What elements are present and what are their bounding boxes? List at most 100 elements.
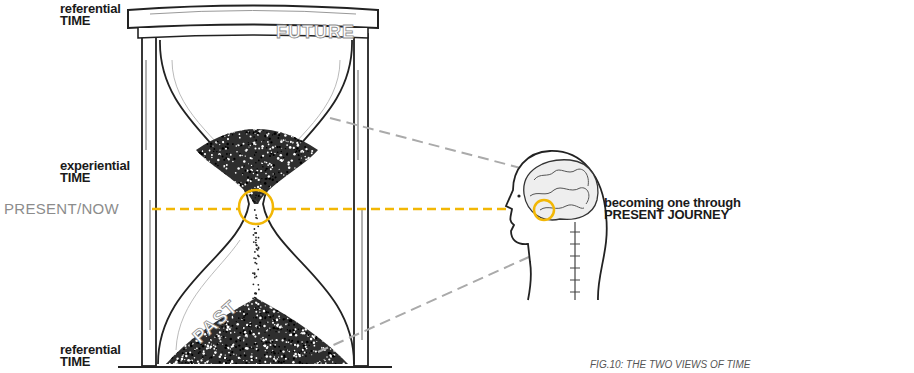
sand-grain bbox=[321, 146, 322, 147]
sand-grain bbox=[300, 171, 302, 173]
sand-grain bbox=[185, 300, 186, 301]
sand-grain bbox=[229, 191, 231, 193]
sand-grain bbox=[263, 310, 265, 312]
sand-grain bbox=[329, 339, 330, 340]
sand-grain bbox=[196, 296, 198, 298]
sand-grain bbox=[245, 334, 248, 337]
sand-grain bbox=[274, 153, 276, 155]
sand-grain bbox=[322, 170, 324, 172]
sand-grain bbox=[224, 166, 225, 167]
sand-grain bbox=[336, 364, 338, 366]
sand-grain bbox=[277, 326, 278, 327]
sand-grain bbox=[236, 323, 239, 326]
sand-grain bbox=[263, 111, 264, 112]
sand-grain bbox=[253, 128, 255, 130]
sand-grain bbox=[295, 150, 297, 152]
sand-grain bbox=[220, 296, 222, 298]
sand-grain bbox=[207, 166, 208, 167]
sand-grain bbox=[324, 359, 325, 360]
sand-grain bbox=[187, 335, 188, 336]
sand-grain bbox=[214, 200, 216, 202]
sand-grain bbox=[320, 201, 322, 203]
sand-grain bbox=[333, 300, 335, 302]
sand-grain bbox=[286, 364, 288, 366]
sand-grain bbox=[219, 149, 220, 150]
sand-grain bbox=[205, 189, 206, 190]
sand-grain bbox=[307, 196, 310, 199]
sand-grain bbox=[274, 346, 276, 348]
sand-grain bbox=[250, 200, 251, 201]
sand-grain bbox=[212, 174, 214, 176]
sand-grain bbox=[319, 169, 320, 170]
sand-grain bbox=[165, 331, 167, 333]
sand-grain bbox=[250, 347, 252, 349]
sand-grain bbox=[321, 347, 322, 348]
sand-grain bbox=[264, 195, 265, 196]
sand-grain bbox=[329, 331, 330, 332]
sand-grain bbox=[213, 344, 215, 346]
sand-grain bbox=[269, 108, 271, 110]
sand-grain bbox=[338, 327, 339, 328]
sand-grain bbox=[301, 153, 302, 154]
sand-grain bbox=[169, 330, 171, 332]
sand-grain bbox=[195, 147, 197, 149]
sand-grain bbox=[277, 133, 278, 134]
sand-grain bbox=[220, 296, 222, 298]
sand-grain bbox=[322, 329, 324, 331]
sand-grain bbox=[185, 347, 186, 348]
sand-grain bbox=[202, 310, 204, 312]
sand-grain bbox=[221, 192, 222, 193]
sand-grain bbox=[273, 327, 275, 329]
sand-grain bbox=[212, 166, 215, 169]
sand-grain bbox=[193, 191, 194, 192]
sand-grain bbox=[249, 360, 250, 361]
sand-grain bbox=[314, 165, 316, 167]
sand-grain bbox=[245, 149, 247, 151]
sand-grain bbox=[250, 355, 252, 357]
sand-grain bbox=[233, 343, 235, 345]
sand-grain bbox=[229, 195, 231, 197]
sand-grain bbox=[216, 141, 218, 143]
sand-grain bbox=[194, 310, 196, 312]
sand-grain bbox=[318, 196, 320, 198]
sand-grain bbox=[310, 179, 312, 181]
sand-grain bbox=[199, 120, 201, 122]
sand-grain bbox=[293, 350, 295, 352]
sand-grain bbox=[280, 184, 282, 186]
sand-grain bbox=[197, 112, 199, 114]
sand-grain bbox=[225, 331, 227, 333]
sand-grain bbox=[304, 130, 305, 131]
sand-grain bbox=[272, 166, 274, 168]
sand-grain bbox=[303, 347, 305, 349]
sand-grain bbox=[260, 306, 262, 308]
sand-grain bbox=[328, 337, 330, 339]
sand-grain bbox=[283, 198, 285, 200]
sand-grain bbox=[318, 146, 320, 148]
sand-grain bbox=[208, 173, 209, 174]
sand-grain bbox=[249, 347, 250, 348]
sand-grain bbox=[195, 359, 196, 360]
sand-grain bbox=[317, 192, 318, 193]
sand-grain bbox=[251, 200, 253, 202]
sand-grain bbox=[220, 354, 222, 356]
sand-grain bbox=[222, 147, 225, 150]
sand-grain bbox=[317, 190, 319, 192]
sand-grain bbox=[200, 176, 202, 178]
sand-grain bbox=[160, 311, 162, 313]
sand-grain bbox=[286, 175, 289, 178]
sand-grain bbox=[190, 360, 192, 362]
sand-grain bbox=[312, 169, 313, 170]
sand-grain bbox=[290, 333, 293, 336]
sand-grain bbox=[228, 200, 230, 202]
sand-grain bbox=[262, 163, 263, 164]
sand-grain bbox=[223, 337, 224, 338]
sand-grain bbox=[213, 151, 214, 152]
sand-grain bbox=[242, 364, 243, 365]
sand-grain bbox=[274, 203, 276, 205]
sand-grain bbox=[227, 347, 230, 350]
sand-grain bbox=[309, 314, 311, 316]
sand-grain bbox=[267, 346, 269, 348]
sand-grain bbox=[219, 196, 221, 198]
sand-grain bbox=[203, 135, 205, 137]
sand-grain bbox=[200, 157, 201, 158]
